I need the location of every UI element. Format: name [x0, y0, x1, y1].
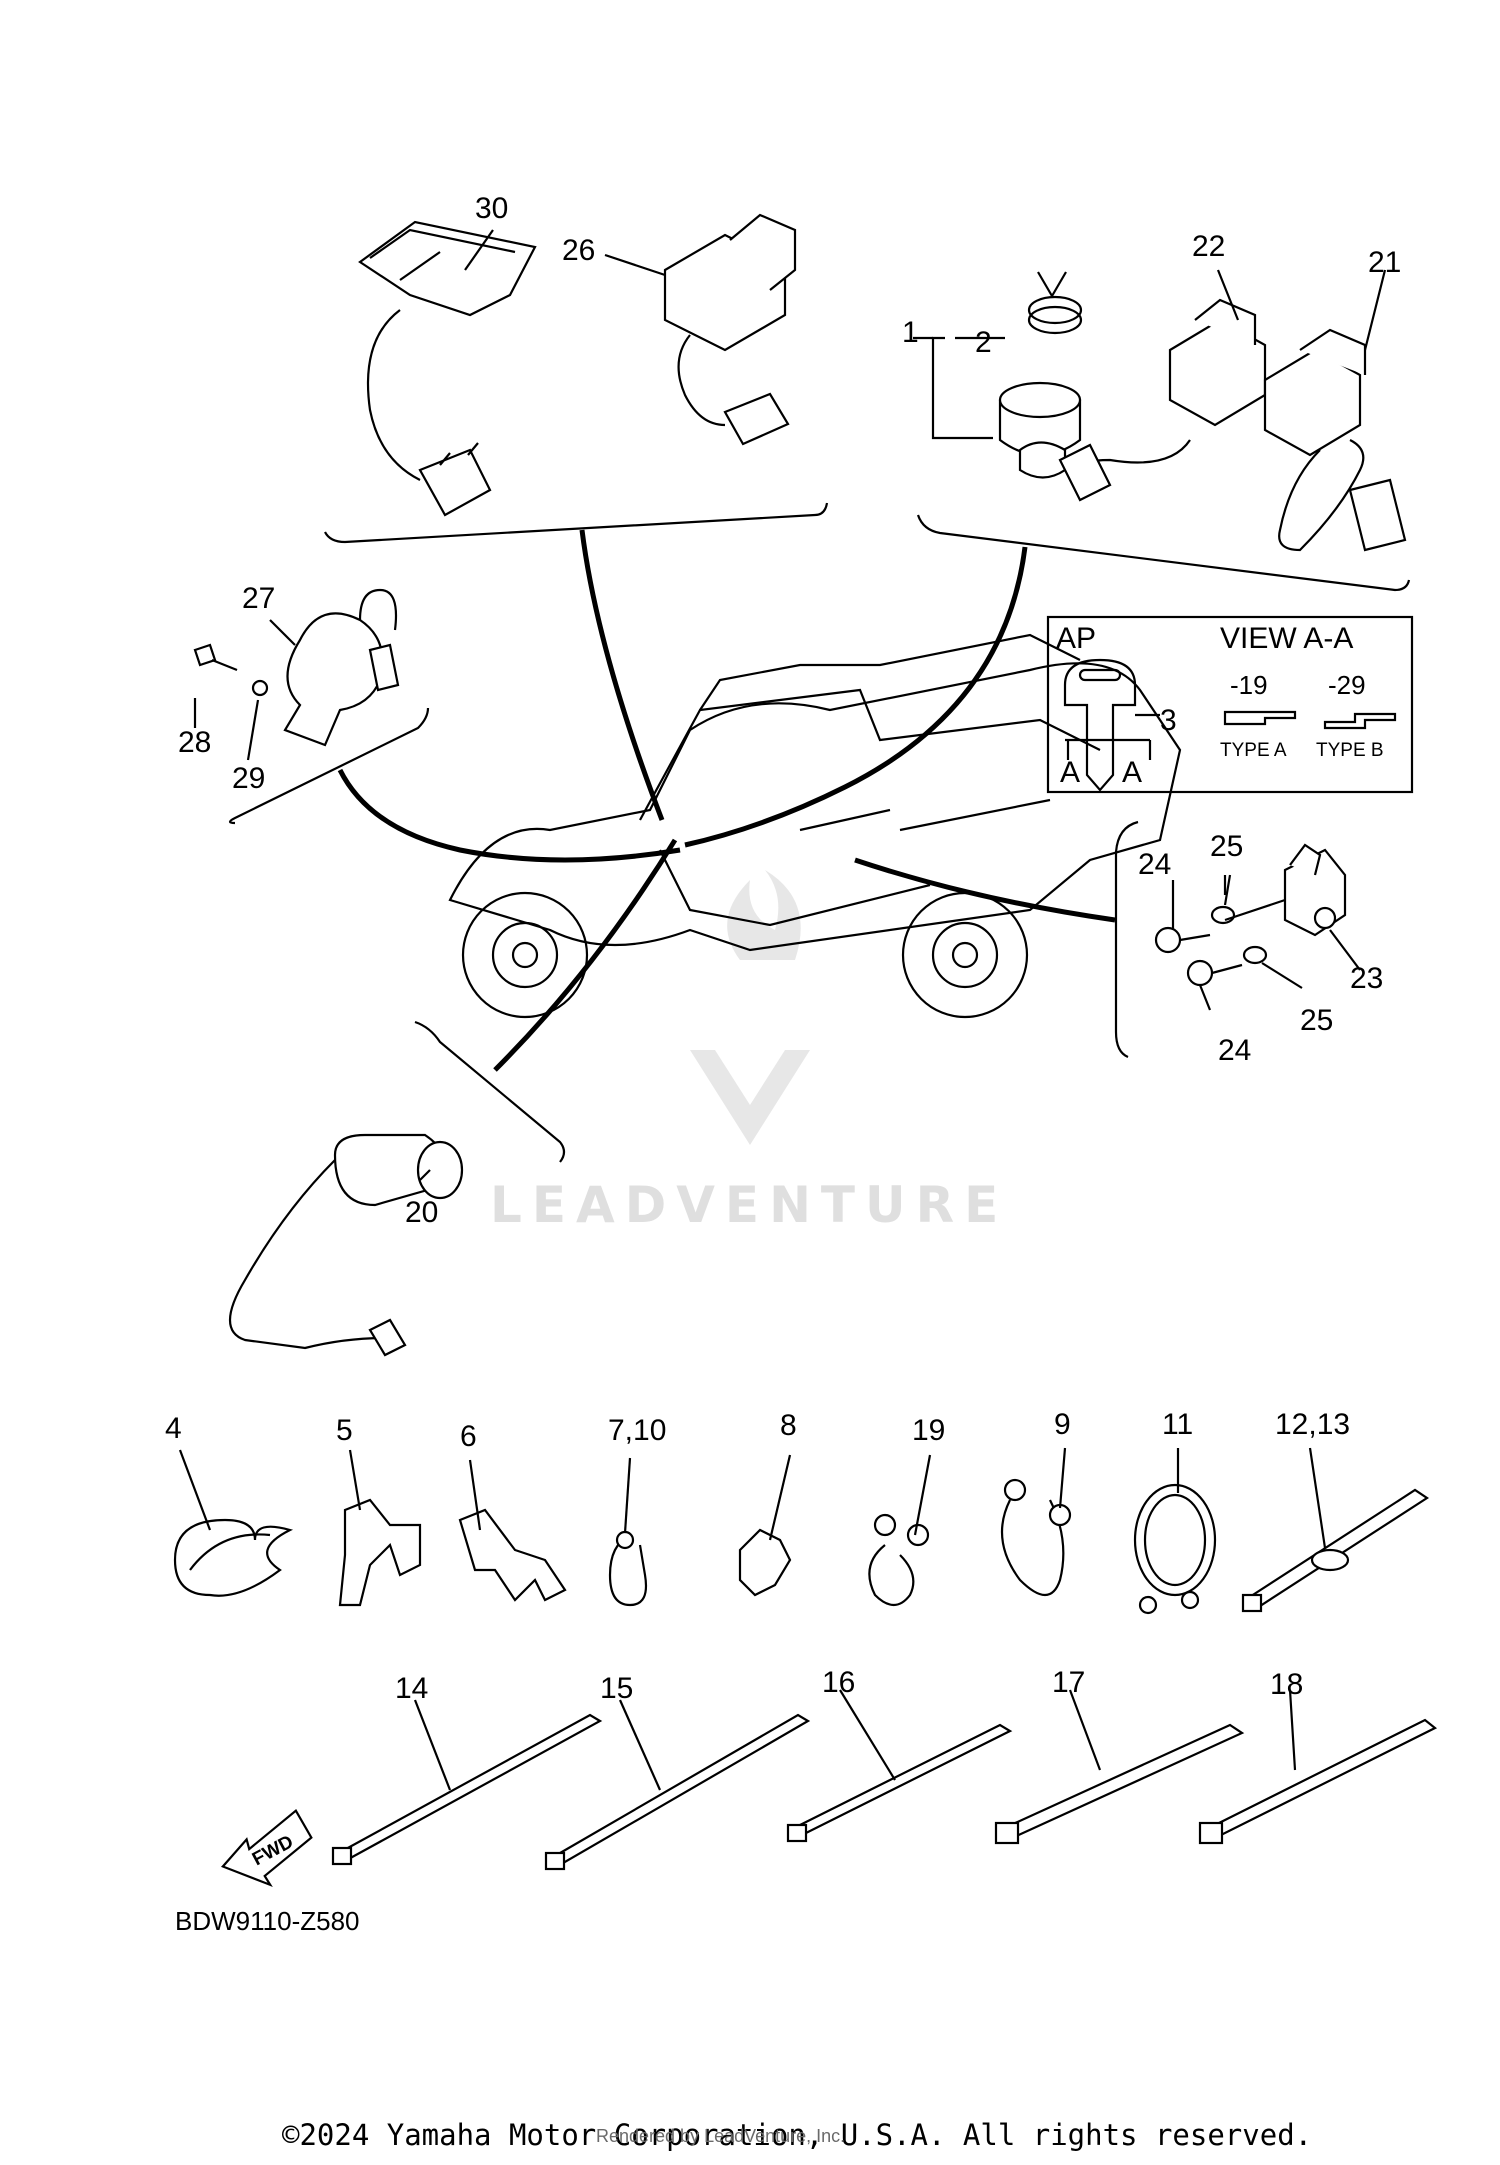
- section-a-left: A: [1060, 756, 1080, 789]
- callout-17: 17: [1052, 1666, 1085, 1699]
- callout-2: 2: [975, 326, 992, 359]
- part-12-13-cable-tie: [1242, 1488, 1430, 1610]
- callout-22: 22: [1192, 230, 1225, 263]
- callout-21: 21: [1368, 246, 1401, 279]
- bracket-top-left: [324, 502, 829, 821]
- callout-5: 5: [336, 1414, 353, 1447]
- part-21-switch: [1263, 328, 1407, 552]
- callout-8: 8: [780, 1409, 797, 1442]
- callout-28: 28: [178, 726, 211, 759]
- section-a-right: A: [1122, 756, 1142, 789]
- variant-b-label: TYPE B: [1316, 740, 1384, 761]
- part-7-10-clip: [608, 1534, 648, 1607]
- leader-lines: [178, 229, 1387, 1791]
- diagram-code: BDW9110-Z580: [175, 1906, 360, 1936]
- clips-row: [173, 1478, 1430, 1615]
- vehicle-illustration: [448, 633, 1182, 1019]
- inset-ap-label: AP: [1056, 622, 1096, 655]
- part-5-clip: [338, 1498, 422, 1607]
- copyright-notice: ©2024 Yamaha Motor Corporation, U.S.A. A…: [282, 2118, 1313, 2152]
- part-22-switch: [1058, 298, 1267, 502]
- part-19-clip: [868, 1544, 915, 1607]
- callout-26: 26: [562, 234, 595, 267]
- part-8-clip: [738, 1528, 792, 1597]
- part-11-clip: [1133, 1483, 1217, 1597]
- callout-16: 16: [822, 1666, 855, 1699]
- callout-numbers: 30 26 2 1 22 21 27 28 29 24 25 23 25 24 …: [165, 192, 1401, 1705]
- part-14-tie: [332, 1713, 603, 1863]
- part-16-tie: [787, 1723, 1013, 1838]
- part-26-switch: [663, 213, 797, 446]
- bracket-left-middle: [193, 588, 681, 863]
- part-1-main-switch: [913, 271, 1083, 479]
- watermark-text: LEADVENTURE: [490, 1176, 1008, 1234]
- bracket-right: [1114, 820, 1361, 1059]
- callout-7-10: 7,10: [608, 1414, 666, 1447]
- variant-b-code: -29: [1328, 670, 1366, 700]
- variant-a-label: TYPE A: [1220, 740, 1287, 761]
- callout-25-bottom: 25: [1300, 1004, 1333, 1037]
- part-6-clip: [458, 1508, 567, 1602]
- inset-view-a-a: AP VIEW A-A 3 A A -19 -29 TYPE A TYPE B: [1046, 615, 1414, 794]
- callout-24-top: 24: [1138, 848, 1171, 881]
- callout-12-13: 12,13: [1275, 1408, 1350, 1441]
- rendered-by-notice: Rendered by LeadVenture, Inc.: [596, 2126, 846, 2146]
- inset-view-title: VIEW A-A: [1220, 622, 1353, 655]
- fwd-arrow-icon: FWD: [220, 1808, 313, 1888]
- bracket-bottom-left: [229, 838, 678, 1357]
- callout-14: 14: [395, 1672, 428, 1705]
- callout-23: 23: [1350, 962, 1383, 995]
- callout-24-bottom: 24: [1218, 1034, 1251, 1067]
- cable-ties-row: [331, 1713, 1438, 1871]
- callout-29: 29: [232, 762, 265, 795]
- part-17-tie: [997, 1723, 1245, 1840]
- callout-15: 15: [600, 1672, 633, 1705]
- callout-18: 18: [1270, 1668, 1303, 1701]
- callout-27: 27: [242, 582, 275, 615]
- part-30-meter-assembly: [358, 220, 537, 517]
- callout-11: 11: [1162, 1408, 1193, 1441]
- callout-30: 30: [475, 192, 508, 225]
- key-icon: [1063, 658, 1137, 792]
- callout-3: 3: [1160, 704, 1177, 737]
- callout-25-top: 25: [1210, 830, 1243, 863]
- leadventure-watermark: LEADVENTURE: [490, 870, 1008, 1234]
- callout-4: 4: [165, 1412, 182, 1445]
- callout-20: 20: [405, 1196, 438, 1229]
- part-9-clip: [1000, 1499, 1065, 1597]
- callout-19: 19: [912, 1414, 945, 1447]
- bracket-top-right: [684, 514, 1411, 848]
- callout-1: 1: [902, 316, 919, 349]
- variant-a-code: -19: [1230, 670, 1268, 700]
- callout-6: 6: [460, 1420, 477, 1453]
- callout-9: 9: [1054, 1408, 1071, 1441]
- part-18-tie: [1202, 1718, 1438, 1840]
- part-4-clamp: [173, 1518, 294, 1597]
- part-15-tie: [545, 1713, 811, 1868]
